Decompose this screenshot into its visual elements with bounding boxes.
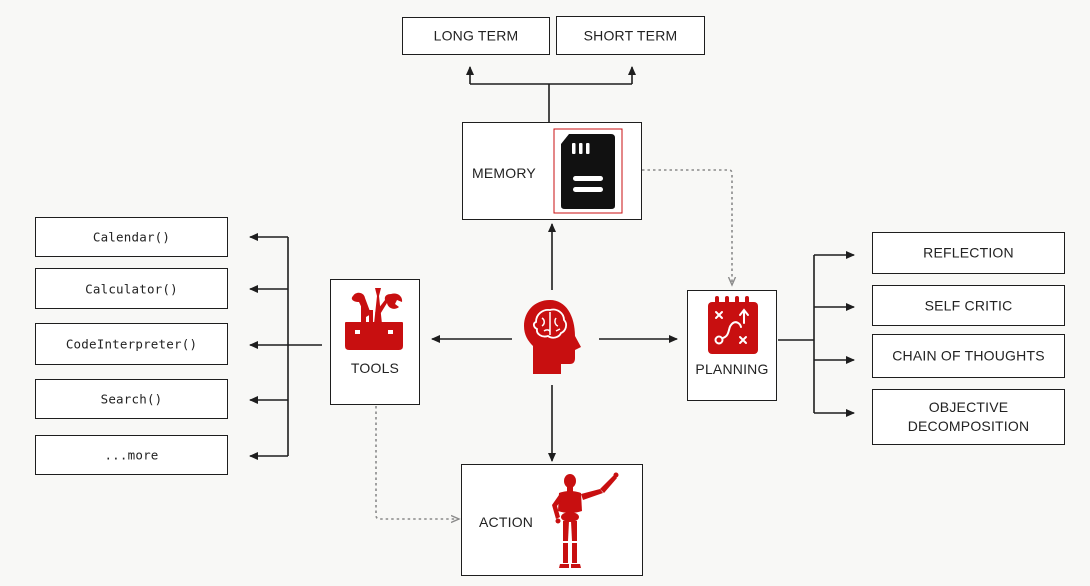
planning-item-label: REFLECTION	[923, 244, 1014, 261]
planning-label: PLANNING	[695, 361, 769, 377]
action-label: ACTION	[479, 514, 534, 530]
planning-item-label: SELF CRITIC	[924, 297, 1013, 313]
toolbox-icon	[345, 288, 403, 350]
tool-item-label: ...more	[104, 447, 159, 463]
tools-label: TOOLS	[350, 360, 400, 376]
planning-box: PLANNING	[687, 290, 777, 401]
tool-item-label: Search()	[100, 391, 163, 407]
strategy-board-icon	[708, 296, 758, 354]
tool-item-search: Search()	[35, 379, 228, 419]
planning-item-reflection: REFLECTION	[872, 232, 1065, 274]
long-term-label: LONG TERM	[433, 27, 519, 44]
brain-head-icon	[524, 300, 581, 374]
dotted-tools-to-action	[375, 406, 459, 519]
tool-item-label: Calculator()	[85, 281, 178, 296]
mannequin-figure-icon	[552, 472, 619, 568]
planning-item-objective-decomposition: OBJECTIVE DECOMPOSITION	[872, 389, 1065, 445]
memory-box: MEMORY	[462, 122, 642, 220]
dotted-memory-to-planning	[642, 169, 732, 285]
memory-label: MEMORY	[472, 165, 536, 181]
tool-item-label: CodeInterpreter()	[65, 336, 198, 352]
tool-item-label: Calendar()	[92, 229, 171, 245]
short-term-label: SHORT TERM	[583, 27, 678, 43]
planning-item-label: CHAIN OF THOUGHTS	[892, 347, 1045, 364]
tool-item-codeinterpreter: CodeInterpreter()	[35, 323, 228, 365]
planning-item-chain-of-thoughts: CHAIN OF THOUGHTS	[872, 334, 1065, 378]
planning-item-self-critic: SELF CRITIC	[872, 285, 1065, 326]
planning-item-label: OBJECTIVE DECOMPOSITION	[907, 399, 1030, 434]
tool-item-more: ...more	[35, 435, 228, 475]
sd-card-icon	[553, 128, 623, 214]
tools-box: TOOLS	[330, 279, 420, 405]
action-box: ACTION	[461, 464, 643, 576]
long-term-box: LONG TERM	[402, 17, 550, 55]
tool-item-calculator: Calculator()	[35, 268, 228, 309]
tool-item-calendar: Calendar()	[35, 217, 228, 257]
short-term-box: SHORT TERM	[556, 16, 705, 55]
